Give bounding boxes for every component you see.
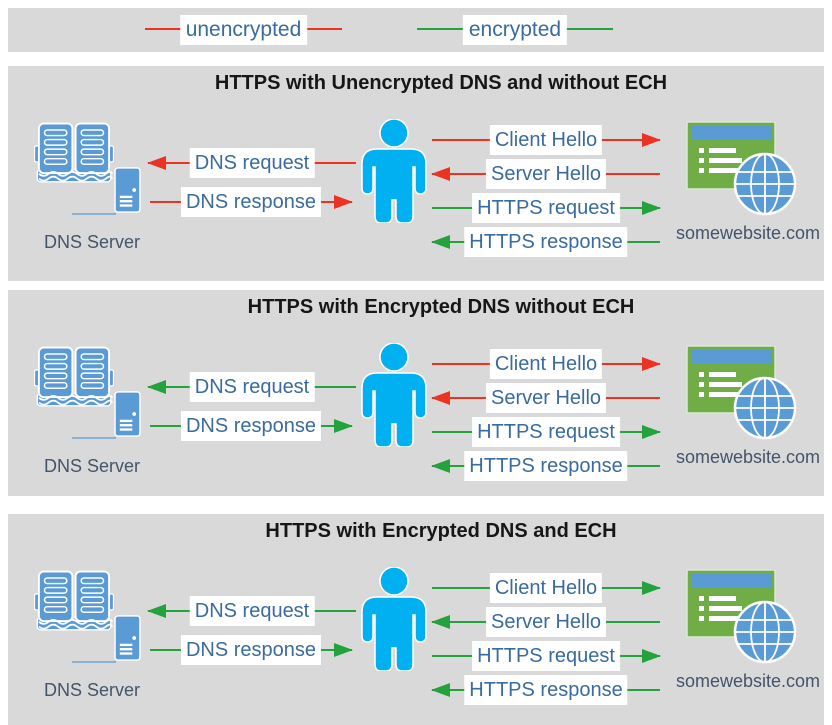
server-glyph: [115, 168, 140, 212]
dns-response-label: DNS response: [180, 187, 322, 217]
server-hello-label: Server Hello: [485, 607, 607, 637]
arrow-client-hello: Client Hello: [432, 123, 661, 157]
website-glyph: [687, 346, 795, 438]
unencrypted-label: unencrypted: [179, 15, 308, 45]
server-hello-label: Server Hello: [485, 159, 607, 189]
arrowhead-right-icon: [642, 649, 661, 663]
arrowhead-right-icon: [642, 201, 661, 215]
arrowhead-right-icon: [334, 419, 353, 433]
book-server-connector: [72, 213, 116, 215]
arrow-server-hello: Server Hello: [431, 381, 660, 415]
legend-item-unencrypted: unencrypted: [145, 8, 342, 52]
book-glyph: [35, 124, 114, 182]
dns-request-label: DNS request: [189, 596, 315, 626]
person-icon: [358, 343, 430, 447]
arrow-https-response: HTTPS response: [431, 673, 660, 707]
dns-server-icon: [114, 615, 141, 661]
arrow-client-hello: Client Hello: [432, 571, 661, 605]
arrow-dns-response: DNS response: [150, 409, 353, 443]
https-response-label: HTTPS response: [464, 227, 628, 257]
dns-server-label: DNS Server: [44, 680, 141, 700]
arrow-server-hello: Server Hello: [431, 157, 660, 191]
person-glyph: [362, 567, 426, 671]
person-icon: [358, 119, 430, 223]
server-hello-label: Server Hello: [485, 383, 607, 413]
person-glyph: [362, 119, 426, 223]
arrowhead-left-icon: [431, 615, 450, 629]
encrypted-label: encrypted: [462, 15, 568, 45]
website-icon: [686, 569, 798, 665]
book-server-connector: [72, 661, 116, 663]
person-glyph: [362, 343, 426, 447]
arrowhead-left-icon: [431, 683, 450, 697]
dns-book-icon: [34, 122, 114, 189]
dns-book-icon: [34, 570, 114, 637]
https-response-label: HTTPS response: [464, 675, 628, 705]
dns-response-label: DNS response: [180, 411, 322, 441]
website-label: somewebsite.com: [675, 447, 821, 467]
arrow-dns-response: DNS response: [150, 185, 353, 219]
website-icon: [686, 345, 798, 441]
website-icon: [686, 121, 798, 217]
arrowhead-left-icon: [147, 156, 166, 170]
panel-encrypted-dns-with-ech: HTTPS with Encrypted DNS and ECH DNS Ser…: [8, 514, 824, 725]
legend: unencrypted encrypted: [8, 8, 824, 52]
arrowhead-right-icon: [642, 425, 661, 439]
https-request-label: HTTPS request: [472, 417, 620, 447]
arrow-https-request: HTTPS request: [432, 191, 661, 225]
arrow-https-request: HTTPS request: [432, 639, 661, 673]
arrow-dns-request: DNS request: [147, 594, 356, 628]
website-glyph: [687, 122, 795, 214]
dns-request-label: DNS request: [189, 372, 315, 402]
arrowhead-left-icon: [431, 167, 450, 181]
person-icon: [358, 567, 430, 671]
dns-server-label: DNS Server: [44, 456, 141, 476]
panel-encrypted-dns-no-ech: HTTPS with Encrypted DNS without ECH DNS…: [8, 290, 824, 496]
panel-title: HTTPS with Encrypted DNS and ECH: [265, 520, 617, 542]
website-label: somewebsite.com: [675, 671, 821, 691]
panel-title: HTTPS with Encrypted DNS without ECH: [247, 296, 635, 318]
server-glyph: [115, 392, 140, 436]
arrowhead-left-icon: [147, 380, 166, 394]
arrow-https-response: HTTPS response: [431, 449, 660, 483]
dns-book-icon: [34, 346, 114, 413]
panel-title: HTTPS with Unencrypted DNS and without E…: [214, 72, 668, 94]
client-hello-label: Client Hello: [489, 125, 603, 155]
arrow-dns-request: DNS request: [147, 146, 356, 180]
dns-response-label: DNS response: [180, 635, 322, 665]
dns-server-icon: [114, 391, 141, 437]
https-request-label: HTTPS request: [472, 193, 620, 223]
book-glyph: [35, 348, 114, 406]
arrow-https-response: HTTPS response: [431, 225, 660, 259]
dns-server-icon: [114, 167, 141, 213]
dns-server-label: DNS Server: [44, 232, 141, 252]
https-request-label: HTTPS request: [472, 641, 620, 671]
arrow-server-hello: Server Hello: [431, 605, 660, 639]
arrow-dns-response: DNS response: [150, 633, 353, 667]
arrowhead-right-icon: [334, 195, 353, 209]
website-glyph: [687, 570, 795, 662]
https-response-label: HTTPS response: [464, 451, 628, 481]
dns-request-label: DNS request: [189, 148, 315, 178]
website-label: somewebsite.com: [675, 223, 821, 243]
client-hello-label: Client Hello: [489, 573, 603, 603]
arrow-https-request: HTTPS request: [432, 415, 661, 449]
arrowhead-right-icon: [642, 133, 661, 147]
arrowhead-left-icon: [431, 391, 450, 405]
arrowhead-left-icon: [431, 235, 450, 249]
client-hello-label: Client Hello: [489, 349, 603, 379]
arrowhead-right-icon: [642, 581, 661, 595]
panel-unencrypted-dns-no-ech: HTTPS with Unencrypted DNS and without E…: [8, 66, 824, 281]
book-server-connector: [72, 437, 116, 439]
arrowhead-right-icon: [334, 643, 353, 657]
legend-item-encrypted: encrypted: [417, 8, 613, 52]
arrowhead-left-icon: [431, 459, 450, 473]
server-glyph: [115, 616, 140, 660]
book-glyph: [35, 572, 114, 630]
arrowhead-left-icon: [147, 604, 166, 618]
arrow-dns-request: DNS request: [147, 370, 356, 404]
arrow-client-hello: Client Hello: [432, 347, 661, 381]
arrowhead-right-icon: [642, 357, 661, 371]
